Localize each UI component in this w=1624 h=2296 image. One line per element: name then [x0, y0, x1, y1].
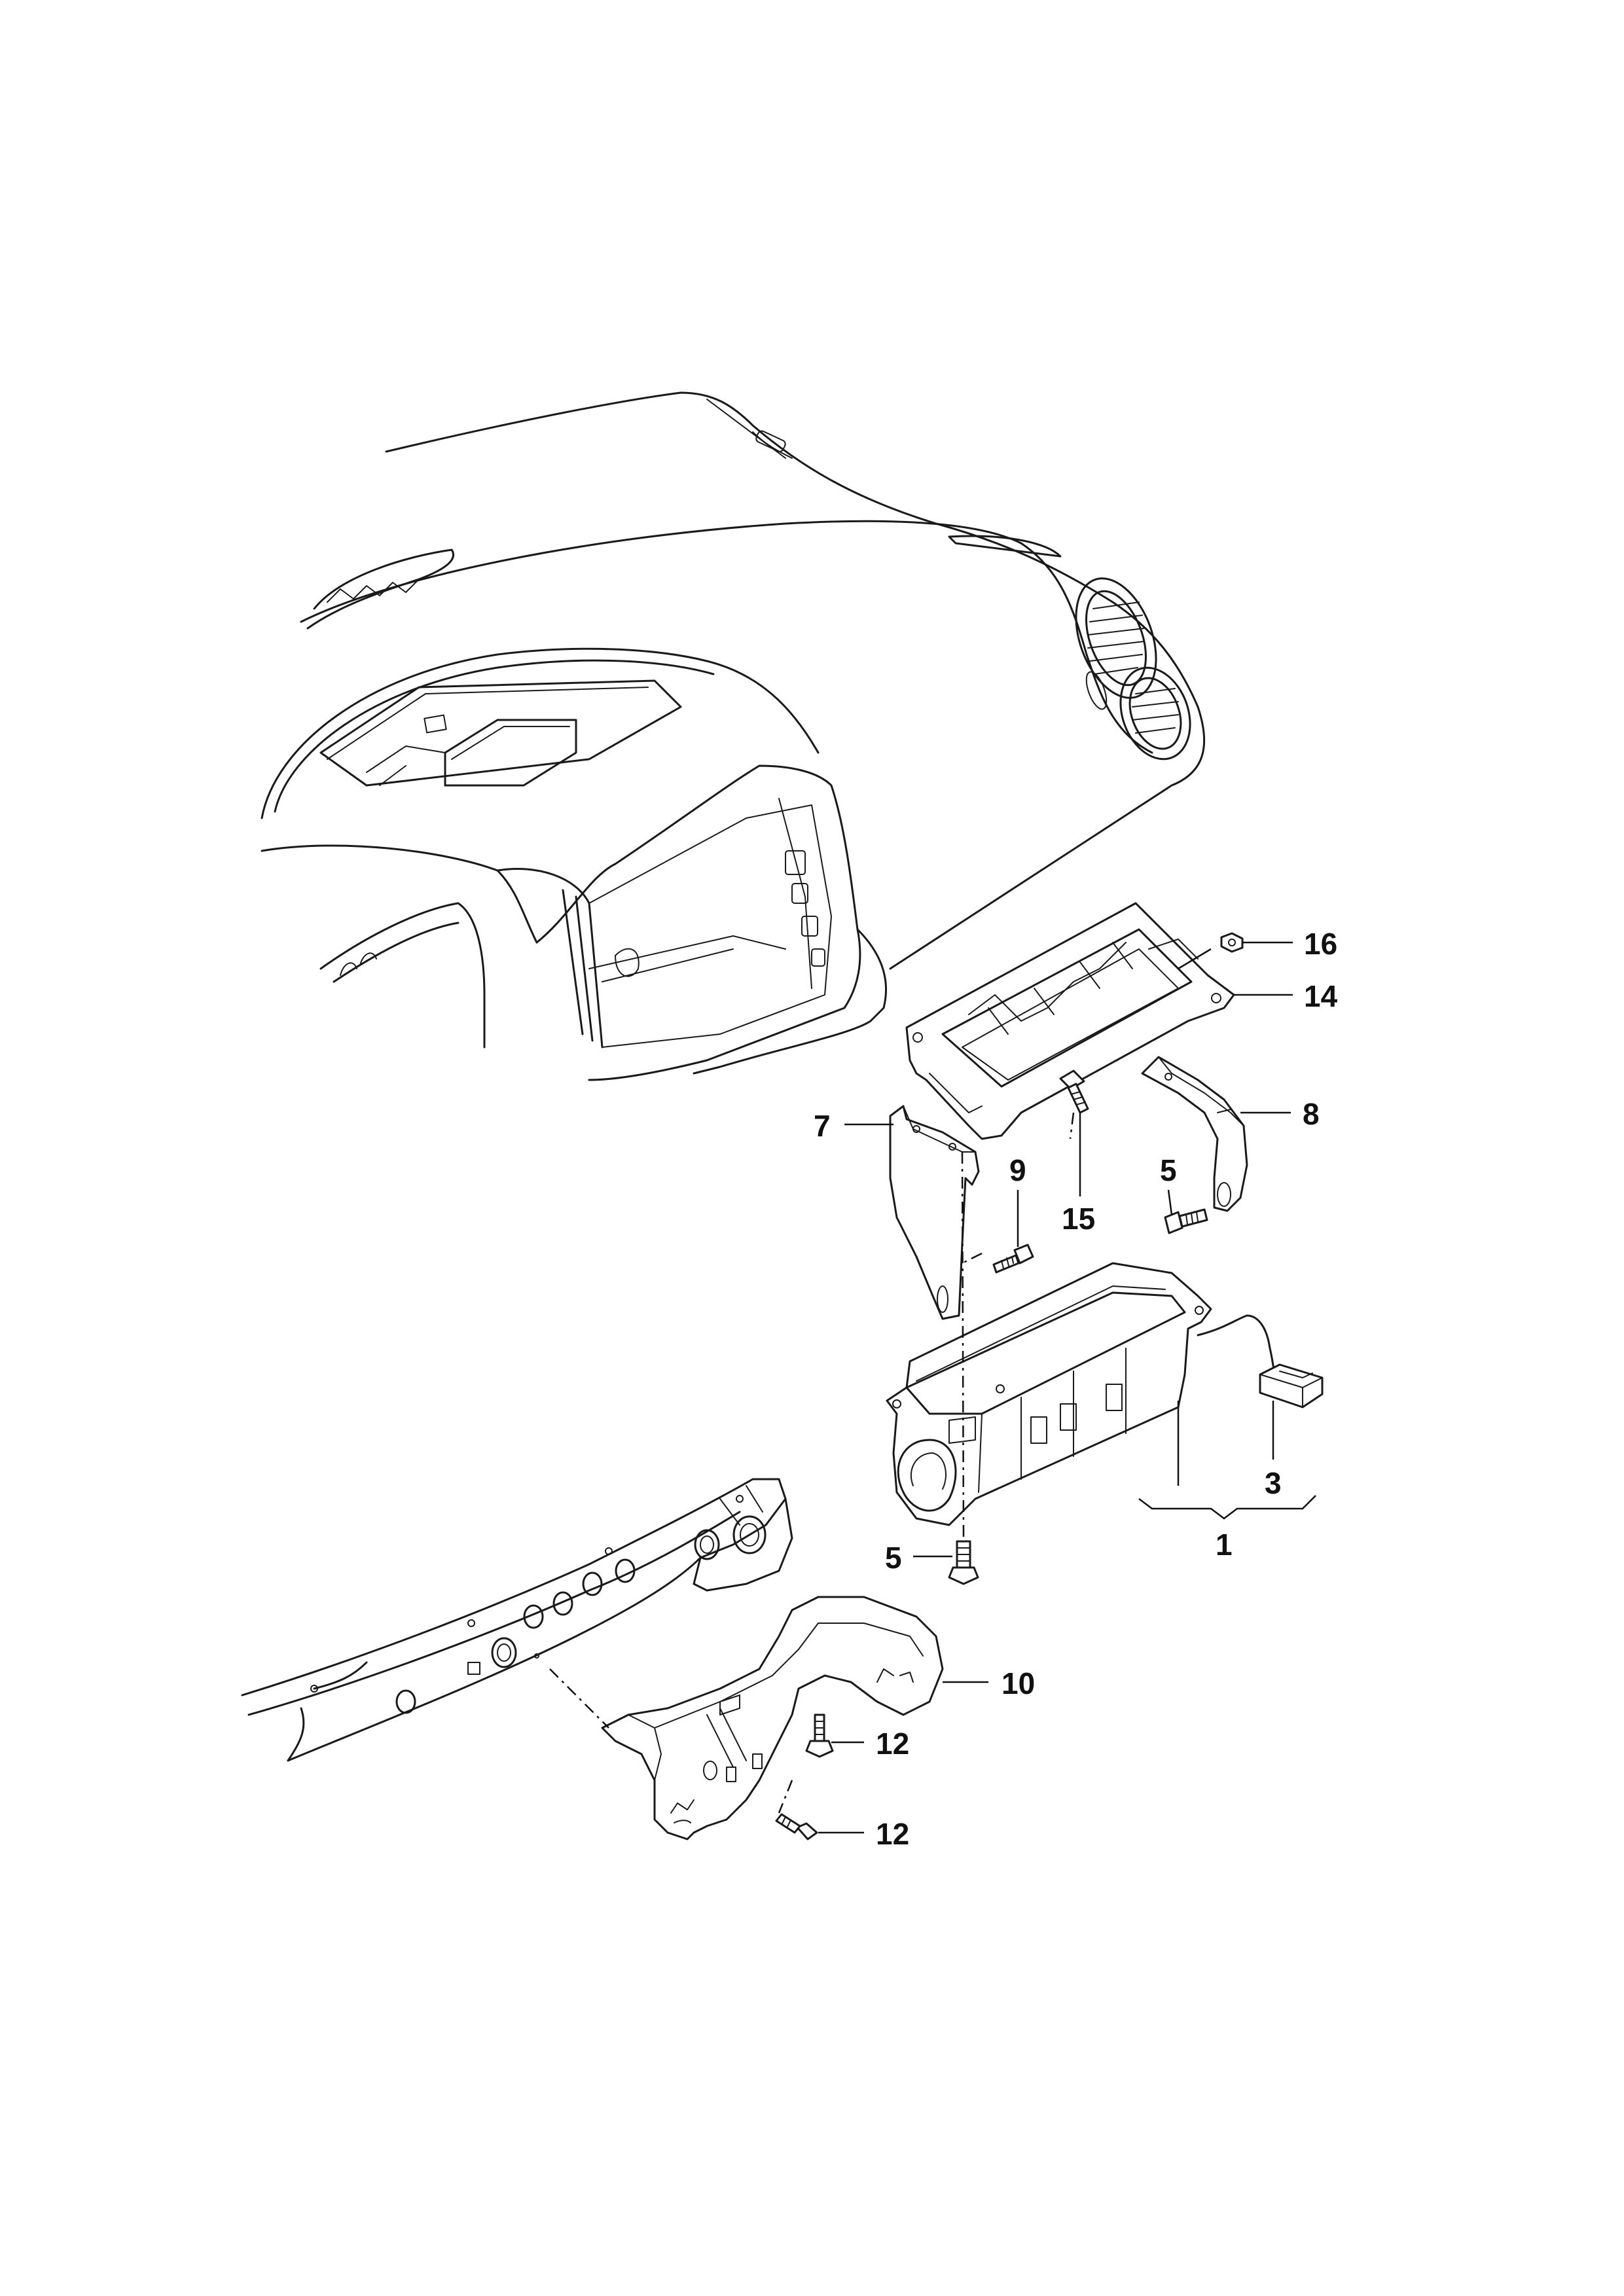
callout-5-lower: 5: [885, 1541, 902, 1575]
part-5-screw-upper: [1164, 1208, 1208, 1234]
callout-14: 14: [1304, 979, 1338, 1013]
leader-lines: [818, 941, 1316, 1834]
part-10-bracket: [601, 1596, 944, 1840]
callout-12-upper: 12: [876, 1727, 909, 1761]
callout-5-upper: 5: [1160, 1153, 1177, 1187]
callout-12-lower: 12: [876, 1817, 909, 1851]
part-7-bracket: [889, 1105, 980, 1320]
part-5-screw-lower: [948, 1540, 979, 1585]
callout-9: 9: [1009, 1153, 1026, 1187]
callout-1: 1: [1216, 1528, 1233, 1562]
assembly-lines: [549, 1112, 1075, 1814]
part-1-airbag-module: [886, 1262, 1212, 1526]
callout-8: 8: [1303, 1097, 1320, 1131]
part-16-nut: [1220, 932, 1244, 953]
part-8-bracket: [1141, 1056, 1248, 1212]
part-12-screw-upper: [805, 1713, 834, 1758]
callout-3: 3: [1265, 1466, 1282, 1500]
part-3-connector: [1197, 1314, 1324, 1408]
part-12-screw-lower: [775, 1813, 818, 1840]
dashboard-panel: [261, 391, 1206, 1081]
callout-15: 15: [1062, 1202, 1095, 1236]
callout-16: 16: [1304, 927, 1337, 961]
cross-car-beam: [241, 1478, 793, 1762]
part-15-screw: [1059, 1069, 1089, 1114]
callout-10: 10: [1001, 1666, 1035, 1700]
part-9-screw: [992, 1244, 1034, 1274]
callout-7: 7: [814, 1109, 831, 1143]
part-14-airbag-housing: [905, 902, 1235, 1140]
callout-labels: 16 14 7 9 15 5 8 3 1 5 10 12 12: [814, 927, 1338, 1851]
